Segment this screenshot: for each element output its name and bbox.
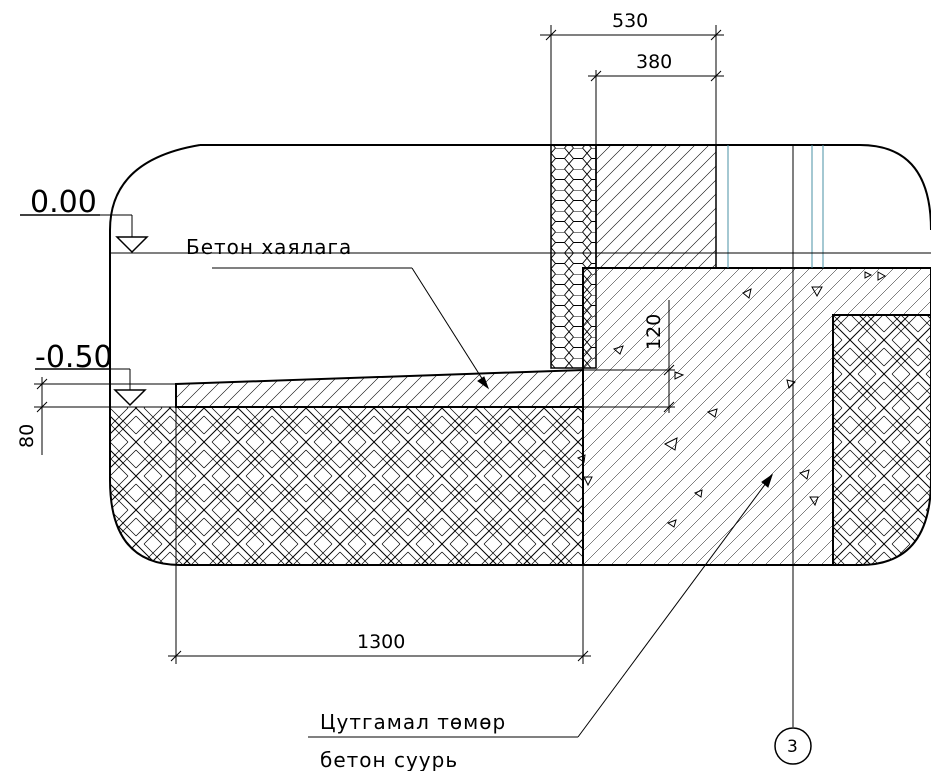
dim-bottom	[168, 384, 591, 664]
dim-380-text: 380	[636, 51, 672, 73]
soil-pocket	[832, 314, 931, 565]
label-foundation-line1: Цутгамал төмөр	[320, 710, 506, 734]
dim-step-text: 120	[643, 314, 665, 350]
leader-foundation	[308, 473, 773, 738]
axis-marker-circle	[774, 727, 812, 765]
concrete-slab	[175, 368, 584, 408]
level-marker-floor	[34, 368, 176, 408]
dim-step-height	[583, 300, 675, 413]
soil-fill	[110, 407, 583, 565]
label-foundation-line2: бетон суурь	[320, 748, 458, 771]
aggregate-marks	[576, 271, 887, 528]
dim-1300-text: 1300	[357, 631, 405, 653]
level-floor-text: -0.50	[35, 340, 113, 375]
wall-section	[595, 145, 717, 269]
leader-concrete-pad	[212, 267, 490, 390]
level-ground-text: 0.00	[30, 185, 97, 220]
label-concrete-pad: Бетон хаялага	[186, 235, 352, 259]
foundation-block	[582, 267, 931, 565]
dim-slab-thickness	[36, 377, 48, 455]
dim-530-text: 530	[612, 10, 648, 32]
dim-slab-text: 80	[16, 424, 38, 448]
axis-marker-text: 3	[787, 737, 798, 757]
insulation-layer	[550, 145, 597, 369]
dim-top	[540, 25, 724, 145]
level-marker-ground	[20, 214, 152, 254]
